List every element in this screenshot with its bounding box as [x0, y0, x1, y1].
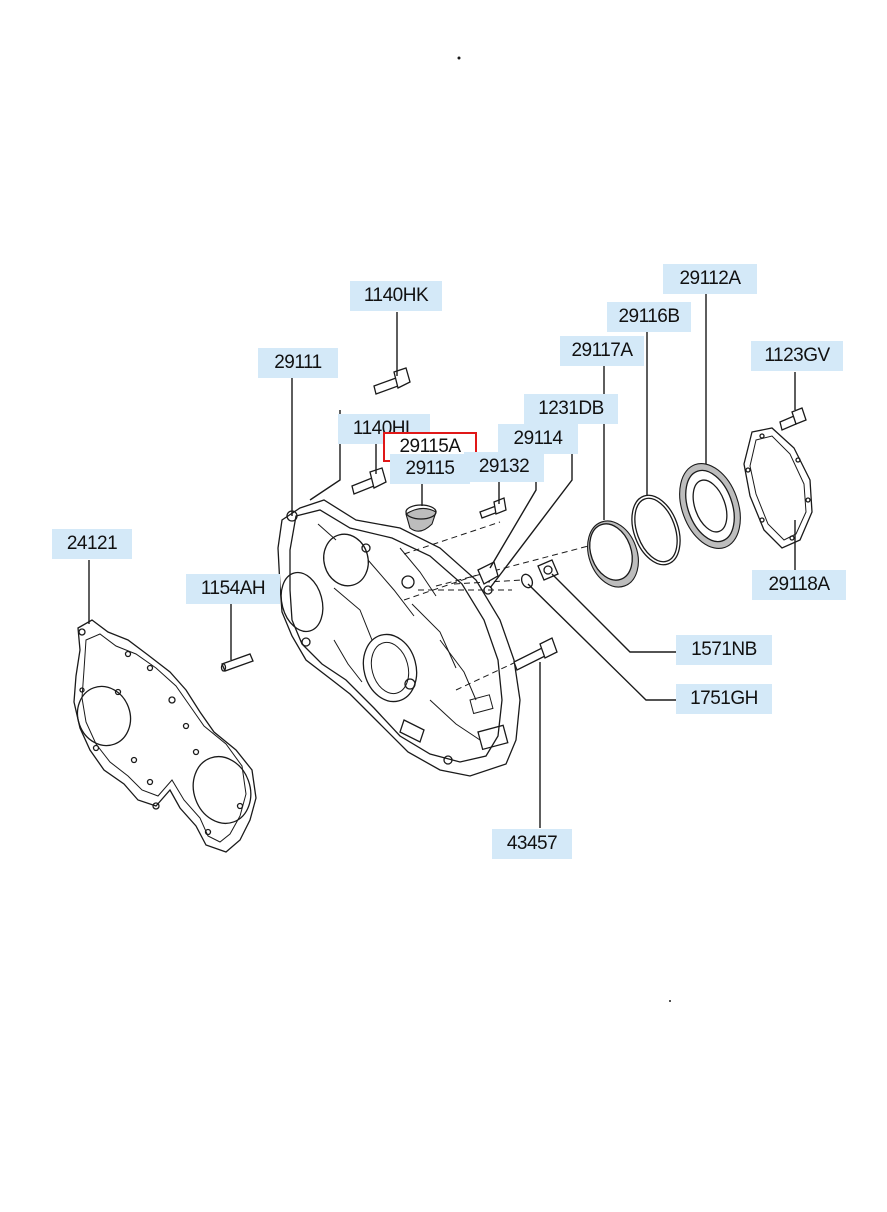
- bolt-43457: [513, 637, 558, 671]
- speck: [669, 1000, 671, 1002]
- cover-29117a: [587, 520, 639, 588]
- callout-29116b[interactable]: 29116B: [607, 302, 691, 332]
- speck: [457, 56, 461, 60]
- leader-1751gh: [527, 583, 676, 701]
- callout-1571nb[interactable]: 1571NB: [676, 635, 772, 665]
- leader-lines: [88, 294, 796, 828]
- housing-29111: [277, 499, 597, 777]
- callout-1231db[interactable]: 1231DB: [524, 394, 618, 424]
- callout-29114[interactable]: 29114: [498, 424, 578, 454]
- leader-1571nb: [551, 573, 676, 653]
- gasket-24121: [73, 619, 257, 853]
- plug-29115: [405, 504, 437, 532]
- callout-29118a[interactable]: 29118A: [752, 570, 846, 600]
- oil-seal-29112a: [679, 463, 741, 549]
- callout-29111[interactable]: 29111: [258, 348, 338, 378]
- leader-1140hl-b: [309, 410, 341, 501]
- bolt-1140hl: [351, 467, 387, 495]
- callout-29132[interactable]: 29132: [464, 452, 544, 482]
- callout-1123gv[interactable]: 1123GV: [751, 341, 843, 371]
- bracket-29114: [477, 561, 499, 595]
- o-ring-29116b: [631, 494, 681, 566]
- callout-24121[interactable]: 24121: [52, 529, 132, 559]
- bolt-1140hk: [373, 367, 411, 395]
- plate-29118a: [743, 427, 813, 549]
- callout-29117a[interactable]: 29117A: [560, 336, 644, 366]
- callout-1140hk[interactable]: 1140HK: [350, 281, 442, 311]
- washer-1751gh: [520, 573, 534, 589]
- callout-1154ah[interactable]: 1154AH: [186, 574, 280, 604]
- callout-29112a[interactable]: 29112A: [663, 264, 757, 294]
- dowel-pin-1154ah: [220, 653, 254, 672]
- callout-29115[interactable]: 29115: [390, 454, 470, 484]
- callout-43457[interactable]: 43457: [492, 829, 572, 859]
- bolt-29132: [479, 497, 507, 519]
- callout-1751gh[interactable]: 1751GH: [676, 684, 772, 714]
- screw-1123gv: [779, 407, 807, 431]
